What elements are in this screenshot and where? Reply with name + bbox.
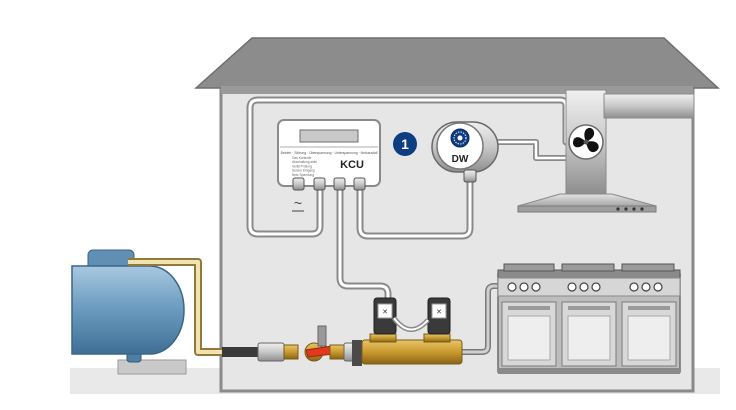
gas-range [497,263,681,374]
oven-window [627,315,671,361]
oven-window [507,315,551,361]
burner-grate [503,263,555,272]
oven-handle [568,306,610,310]
range-burners [503,263,675,272]
kcu-controller: Betrieb · Störung · Überspannung · Unter… [277,119,381,212]
solenoid-coil-2: ✕ [427,297,451,335]
knob [579,282,589,292]
tank-body [71,265,185,355]
hood-light-dot [640,207,644,211]
extractor-hood [517,89,695,213]
cable-hood-controller [248,98,568,236]
knob [507,282,517,292]
controller-button-row: Betrieb · Störung · Überspannung · Unter… [281,151,378,155]
hood-light-dot [624,207,628,211]
knob [653,282,663,292]
burner-grate [621,263,675,272]
controller-info-line: Sensor Eingang [292,169,315,173]
fan-monitor-label: DW [452,154,469,165]
knob [629,282,639,292]
controller-info-line: Ventil Prüfung [292,164,312,168]
fan-icon [568,124,604,160]
cable-gland [353,177,366,191]
tank-base [117,359,187,375]
knob [641,282,651,292]
controller-info-line: Netz Spannung [292,173,314,177]
cable-gland [333,177,346,191]
step-badge: 1 [393,132,417,156]
roof-eave [221,86,693,94]
hood-lip [517,205,657,213]
cable-routes [246,96,581,304]
cable-gland [313,177,326,191]
controller-glands [292,177,366,191]
pipe-clamp [352,340,362,366]
fan-monitor-gland [463,169,477,183]
brass-nut [283,344,299,360]
burner-grate [561,263,615,272]
controller-display [299,129,359,143]
dw-fan-monitor: DW [431,121,499,183]
gas-pipework: ✕ ✕ [257,283,500,366]
valve-flange [369,333,397,343]
oven-window [567,315,611,361]
hood-light-dot [632,207,636,211]
knob [531,282,541,292]
cable-controller-fan [358,180,472,238]
coil-symbol: ✕ [436,309,442,316]
power-supply-symbol: ~ [294,195,302,211]
double-solenoid-valve-body [361,339,463,365]
exhaust-duct [603,93,695,119]
fan-wheel-icon [450,128,470,148]
knob [567,282,577,292]
gas-tank [71,249,187,375]
pipe-fitting [257,342,285,362]
coil-symbol: ✕ [382,309,388,316]
house-roof [194,37,720,89]
appliance-connection [462,284,500,354]
cable-controller-valve [338,184,390,302]
ball-valve [304,325,335,362]
range-plinth [498,368,680,374]
hood-light-dot [616,207,620,211]
coil-link-cable [393,317,429,331]
wall-sleeve [222,347,258,357]
controller-info-line: Gas Kontrolle [292,156,312,160]
ball-valve-stem [317,325,327,347]
oven-handle [628,306,670,310]
range-knobs [507,282,663,292]
brass-nut [329,344,345,360]
oven-handle [508,306,550,310]
tube-fan-hood [496,140,580,160]
solenoid-coil-1: ✕ [373,297,397,335]
controller-divider [280,146,378,148]
oven-doors [501,301,677,367]
knob [591,282,601,292]
knob [519,282,529,292]
badge-number: 1 [401,136,409,152]
cable-gland [292,177,305,191]
badge-circle [393,132,417,156]
controller-label: KCU [340,159,364,171]
controller-info-line: Abschaltung aktiv [292,160,317,164]
valve-flange [423,333,451,343]
